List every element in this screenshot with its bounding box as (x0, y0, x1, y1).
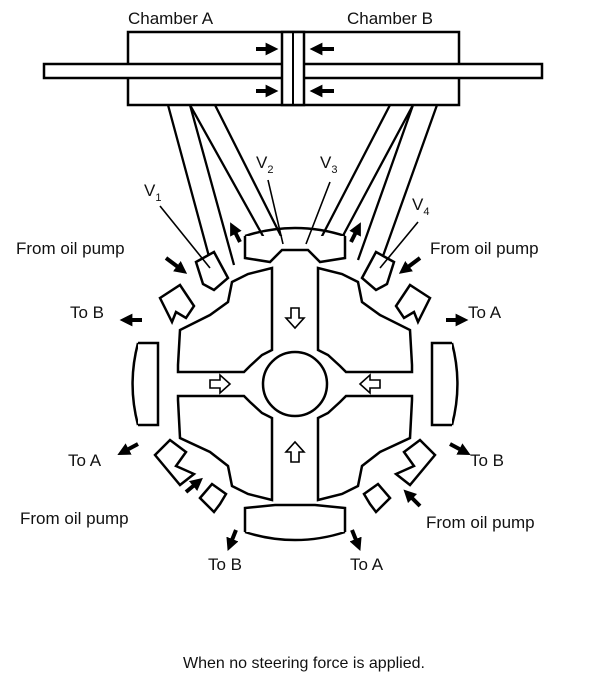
arrow-to-b-bottom (226, 529, 239, 551)
valve-v3-sub: 3 (331, 164, 337, 176)
label-to-b-lower-right: To B (470, 451, 504, 470)
open-arrow-up (284, 440, 306, 463)
port-pump-lower-left (198, 482, 228, 514)
valve-v1-label: V1 (144, 181, 161, 204)
outer-segment-bottom (243, 503, 347, 532)
valve-v2-letter: V (256, 153, 268, 172)
chamber-b-label: Chamber B (347, 9, 433, 28)
arrow-pump-top-left-in (164, 256, 188, 274)
label-to-a-upper-right: To A (468, 303, 502, 322)
line-chamber-b-left (318, 104, 415, 246)
rotor-quadrant-upper-right (316, 266, 414, 374)
line-chamber-a-left (166, 104, 236, 276)
port-pump-lower-right (362, 482, 392, 514)
port-to-b-upper-left (158, 283, 196, 326)
label-from-oil-pump-top-left: From oil pump (16, 239, 125, 258)
line-chamber-b-right (356, 104, 439, 271)
figure-caption: When no steering force is applied. (183, 655, 425, 672)
arrow-up-right-line (349, 222, 361, 243)
arrow-pump-top-right-in (398, 256, 422, 274)
valve-v3-letter: V (320, 153, 332, 172)
outer-arc-left (131, 342, 140, 426)
valve-v1-letter: V (144, 181, 156, 200)
arrow-to-a-lower-left (117, 442, 139, 456)
label-from-oil-pump-bottom-right: From oil pump (426, 513, 535, 532)
pointer-v2 (267, 179, 284, 245)
arrow-pump-bottom-right-in (403, 489, 422, 508)
port-to-a-lower-left (153, 438, 197, 487)
arrow-up-left-line (230, 222, 242, 243)
chamber-flow-arrows (256, 42, 334, 98)
labels: Chamber A Chamber B V1 V2 V3 V4 From oil… (16, 9, 539, 672)
outer-arc-bottom (244, 530, 346, 542)
valve-v2-sub: 2 (267, 164, 273, 176)
power-cylinder (42, 30, 544, 107)
valve-v4-letter: V (412, 195, 424, 214)
line-chamber-a-right (188, 104, 285, 246)
chamber-a-label: Chamber A (128, 9, 214, 28)
label-to-a-lower-left: To A (68, 451, 102, 470)
oil-lines (166, 104, 439, 276)
rotor-quadrant-lower-left (176, 394, 274, 502)
label-to-a-bottom: To A (350, 555, 384, 574)
valve-v4-label: V4 (412, 195, 429, 218)
passage-open-arrows (209, 307, 381, 463)
flow-arrows (117, 222, 471, 551)
valve-v4-sub: 4 (423, 206, 429, 218)
valve-v3-label: V3 (320, 153, 337, 176)
valve-pointer-lines (159, 179, 419, 269)
open-arrow-left (358, 373, 381, 395)
rotor-quadrant-lower-right (316, 394, 414, 502)
rotor-center-hole (261, 350, 329, 418)
valve-v2-label: V2 (256, 153, 273, 176)
port-to-b-lower-right (393, 438, 437, 487)
port-to-a-upper-right (394, 283, 432, 326)
rotor-quadrant-upper-left (176, 266, 274, 374)
arrow-to-b-lower-right (449, 442, 471, 456)
arrow-to-a-bottom (349, 529, 362, 551)
outer-arc-right (450, 342, 459, 426)
label-from-oil-pump-top-right: From oil pump (430, 239, 539, 258)
arrow-pump-bottom-left-in (184, 477, 203, 494)
pointer-v3 (305, 181, 331, 245)
pointer-v1 (159, 205, 211, 269)
outer-segment-right (430, 341, 452, 427)
outer-segment-left (138, 341, 160, 427)
label-to-b-bottom: To B (208, 555, 242, 574)
outer-arc-top (244, 226, 346, 238)
label-from-oil-pump-bottom-left: From oil pump (20, 509, 129, 528)
label-to-b-upper-left: To B (70, 303, 104, 322)
valve-v1-sub: 1 (155, 192, 161, 204)
valve-rotor (176, 266, 414, 502)
outer-segment-top (243, 236, 347, 264)
open-arrow-right (209, 373, 232, 395)
pointer-v4 (379, 221, 419, 269)
open-arrow-down (284, 307, 306, 330)
